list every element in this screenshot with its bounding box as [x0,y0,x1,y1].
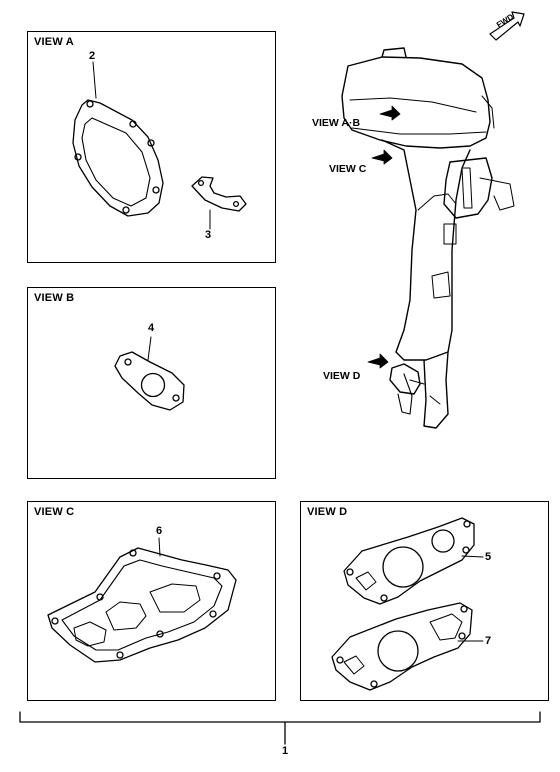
gasket-part-4 [114,336,185,411]
callout-2: 2 [89,50,96,62]
view-b-panel: VIEW B [27,287,276,479]
bottom-bracket [19,711,541,745]
callout-3: 3 [205,229,212,241]
view-c-title: VIEW C [34,506,75,518]
view-a-panel: VIEW A [27,31,276,263]
view-c-panel: VIEW C [27,501,276,701]
gasket-part-6 [47,537,237,663]
fwd-arrow-icon [489,11,525,41]
callout-4: 4 [148,322,155,334]
view-d-title: VIEW D [307,506,348,518]
callout-5: 5 [485,551,492,563]
engine-label-view-c: VIEW C [329,163,367,175]
gasket-part-3 [191,176,247,230]
view-d-panel: VIEW D [300,501,549,701]
view-a-title: VIEW A [34,36,74,48]
callout-7: 7 [485,635,492,647]
callout-6: 6 [156,525,163,537]
callout-1: 1 [282,745,289,757]
engine-label-view-ab: VIEW A·B [312,117,361,129]
gasket-part-7 [331,602,484,691]
gasket-part-2 [72,61,164,217]
engine-label-view-d: VIEW D [323,370,361,382]
view-b-title: VIEW B [34,292,75,304]
gasket-part-5 [343,517,484,605]
outboard-motor [341,47,515,429]
